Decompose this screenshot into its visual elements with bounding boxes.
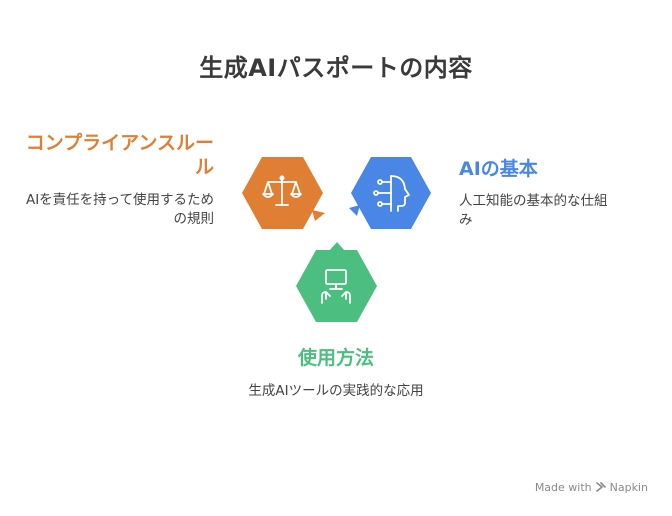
usage-hexagon (296, 242, 377, 322)
scales-icon (262, 175, 302, 206)
ai-basics-hexagon (349, 157, 431, 229)
compliance-heading: コンプライアンスルール (25, 132, 214, 178)
napkin-credit[interactable]: Made with Napkin (535, 481, 648, 494)
made-with-label: Made with (534, 481, 592, 494)
compliance-description: AIを責任を持って使用するための規則 (25, 192, 214, 227)
compliance-hexagon (242, 157, 325, 229)
ai-basics-heading: AIの基本 (459, 158, 538, 180)
computer-hands-icon (321, 269, 351, 304)
ai-basics-description: 人工知能の基本的な仕組み (459, 193, 608, 228)
usage-description: 生成AIツールの実践的な応用 (248, 383, 424, 399)
napkin-logo-icon (595, 482, 606, 492)
napkin-brand-label: Napkin (609, 481, 648, 494)
ai-head-icon (373, 175, 410, 212)
usage-heading: 使用方法 (297, 347, 374, 369)
page-title: 生成AIパスポートの内容 (199, 54, 473, 82)
